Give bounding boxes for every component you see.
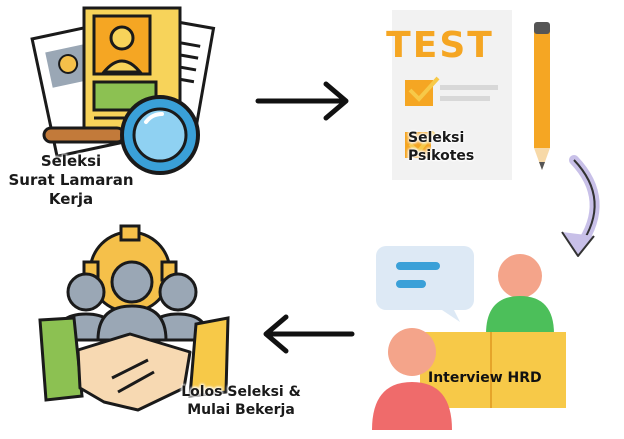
test-paper-pencil-icon: TEST bbox=[386, 10, 550, 180]
test-heading: TEST bbox=[386, 25, 494, 66]
step-label-line: Seleksi bbox=[408, 130, 465, 146]
curved-arrow-down-icon bbox=[561, 155, 600, 257]
arrow-right-icon bbox=[255, 81, 349, 121]
step-label-line: Mulai Bekerja bbox=[187, 401, 295, 418]
handshake-team-icon bbox=[38, 224, 230, 412]
step-label-interview: Interview HRD bbox=[428, 370, 568, 388]
step-label-surat-lamaran: Seleksi Surat Lamaran Kerja bbox=[0, 152, 142, 208]
interview-chat-icon bbox=[372, 246, 566, 430]
step-label-psikotes: Seleksi Psikotes bbox=[408, 130, 512, 165]
step-label-lolos-seleksi: Lolos Seleksi & Mulai Bekerja bbox=[166, 384, 316, 419]
step-label-line: Psikotes bbox=[408, 147, 475, 164]
step-label-line: Kerja bbox=[48, 189, 94, 208]
step-label-line: Seleksi bbox=[40, 152, 102, 170]
step-label-line: Surat Lamaran bbox=[8, 170, 134, 189]
documents-magnifier-icon bbox=[30, 6, 216, 175]
arrow-left-icon bbox=[263, 314, 355, 354]
step-label-line: Lolos Seleksi & bbox=[181, 384, 301, 400]
step-label-line: Interview HRD bbox=[428, 370, 542, 386]
